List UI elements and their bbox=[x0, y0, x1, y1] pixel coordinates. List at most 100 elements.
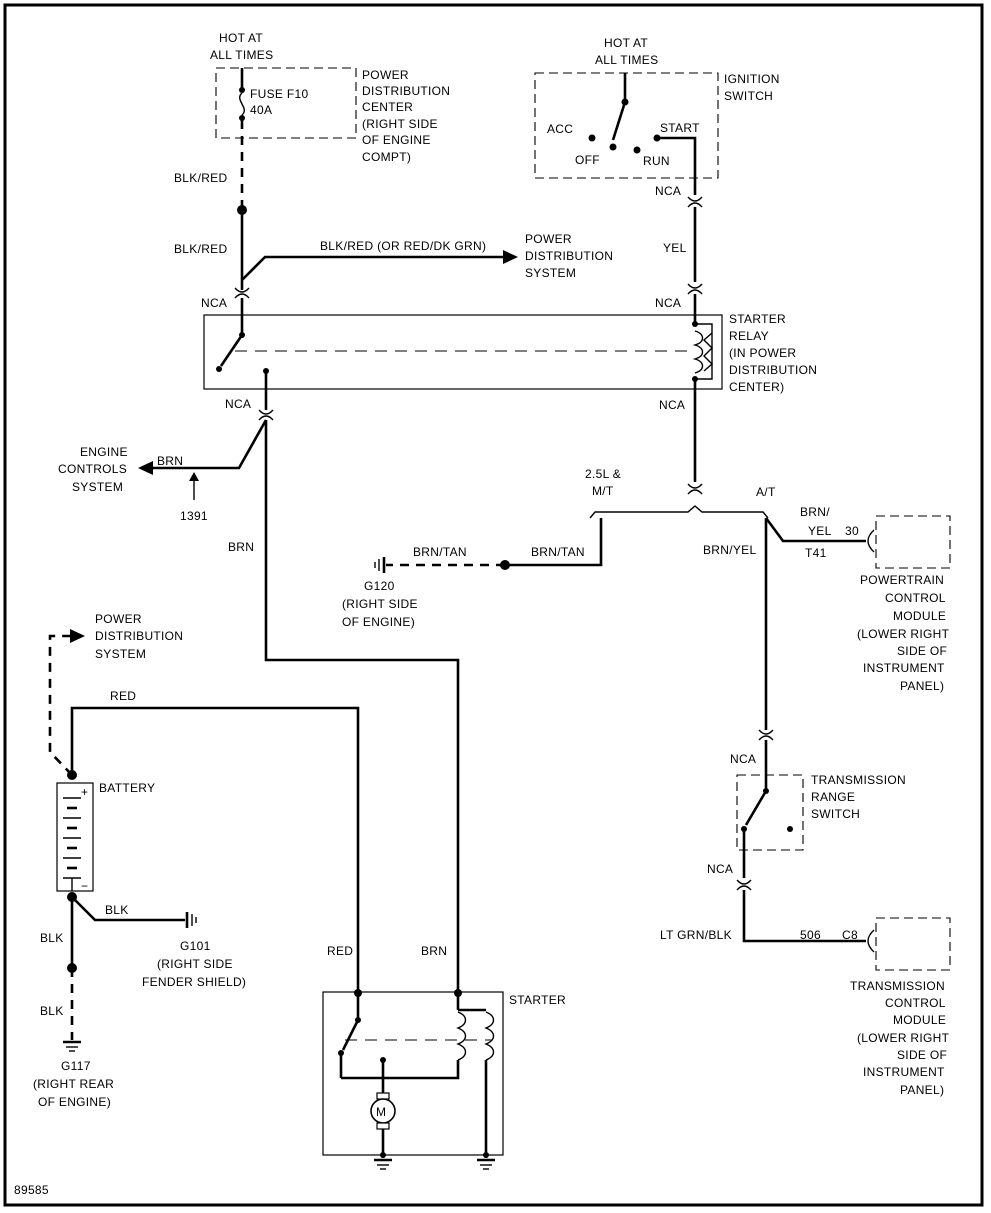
wire-label-blk-red-branch: BLK/RED (OR RED/DK GRN) bbox=[320, 239, 486, 253]
nca-relay-left-top: NCA bbox=[201, 296, 227, 310]
g117-label-3: OF ENGINE) bbox=[38, 1095, 111, 1109]
pdc-label-6: COMPT) bbox=[362, 150, 411, 164]
pcm-label-2: CONTROL bbox=[885, 591, 946, 605]
wire-label-brn-yel-pcm-1: BRN/ bbox=[800, 505, 830, 519]
motor-brush bbox=[376, 1092, 390, 1100]
option-mt-1: 2.5L & bbox=[585, 467, 621, 481]
tcm-label-6: INSTRUMENT bbox=[863, 1065, 945, 1079]
tcm-circuit: 506 bbox=[800, 928, 821, 942]
connector-icon bbox=[234, 287, 250, 299]
diagram-frame bbox=[3, 3, 984, 1207]
relay-coil-frame bbox=[695, 323, 713, 380]
g101-ground-icon bbox=[185, 912, 197, 928]
wire-label-brn-starter: BRN bbox=[421, 944, 447, 958]
engine-controls-label-3: SYSTEM bbox=[72, 480, 123, 494]
hold-in-coil-icon bbox=[484, 1011, 495, 1061]
ign-run-label: RUN bbox=[643, 154, 670, 168]
wire-label-red-top: RED bbox=[110, 689, 136, 703]
ignition-box bbox=[534, 72, 719, 179]
pcm-label-4: (LOWER RIGHT bbox=[857, 627, 950, 641]
splice-id: 1391 bbox=[180, 509, 208, 523]
fuse-hot-label-1: HOT AT bbox=[219, 31, 263, 45]
ign-blade bbox=[611, 101, 627, 141]
relay-switch-blade bbox=[219, 334, 244, 367]
transmission-range-switch-group: TRANSMISSION RANGE SWITCH bbox=[736, 773, 906, 878]
starter-relay-group: STARTER RELAY (IN POWER DISTRIBUTION CEN… bbox=[203, 312, 817, 394]
wire-label-blk-2: BLK bbox=[40, 931, 64, 945]
ign-title-2: SWITCH bbox=[724, 89, 773, 103]
fuse-terminal bbox=[239, 115, 245, 121]
g101-label-2: (RIGHT SIDE bbox=[157, 957, 233, 971]
battery-pds-wire-dashed bbox=[48, 634, 73, 776]
brn-yel-pcm-wire bbox=[764, 517, 866, 543]
red-battery-wire bbox=[70, 706, 360, 990]
pdc-label-2: DISTRIBUTION bbox=[362, 84, 450, 98]
g117-label-2: (RIGHT REAR bbox=[33, 1077, 114, 1091]
brn-engine-wire bbox=[152, 419, 268, 470]
relay-label-2: RELAY bbox=[729, 329, 769, 343]
starter-group: STARTER M bbox=[322, 989, 566, 1170]
engine-controls-label-1: ENGINE bbox=[80, 445, 128, 459]
nca-trs-top: NCA bbox=[730, 752, 756, 766]
connector-icon bbox=[736, 879, 752, 891]
wire-label-brn-yel-pcm-2: YEL bbox=[808, 524, 832, 538]
ign-hot-label-2: ALL TIMES bbox=[595, 53, 658, 67]
starter-ground-icon bbox=[374, 1158, 392, 1170]
tcm-label-1: TRANSMISSION bbox=[850, 979, 945, 993]
wire-label-brn-down: BRN bbox=[228, 540, 254, 554]
option-at: A/T bbox=[756, 485, 776, 499]
relay-label-1: STARTER bbox=[729, 312, 786, 326]
option-mt-2: M/T bbox=[592, 484, 614, 498]
g120-label-2: (RIGHT SIDE bbox=[342, 597, 418, 611]
pcm-label-7: PANEL) bbox=[900, 679, 944, 693]
starter-label: STARTER bbox=[509, 993, 566, 1007]
tcm-connector-icon bbox=[867, 929, 875, 953]
blk-red-branch-wire bbox=[241, 255, 505, 281]
tcm-label-2: CONTROL bbox=[885, 996, 946, 1010]
trs-contact bbox=[787, 826, 793, 832]
pds-branch-label-2: DISTRIBUTION bbox=[525, 249, 613, 263]
pcm-label-3: MODULE bbox=[893, 609, 946, 623]
ign-acc-label: ACC bbox=[547, 122, 573, 136]
tcm-label-3: MODULE bbox=[893, 1013, 946, 1027]
g120-ground-icon bbox=[374, 557, 386, 573]
relay-resistor-icon bbox=[702, 332, 714, 372]
connector-icon bbox=[758, 729, 774, 741]
wire-label-brn-engine: BRN bbox=[157, 454, 183, 468]
diagram-id: 89585 bbox=[14, 1183, 49, 1197]
tcm-label-7: PANEL) bbox=[900, 1083, 944, 1097]
pdc-label-5: OF ENGINE bbox=[362, 133, 431, 147]
battery-pds-arrow-icon bbox=[70, 629, 85, 643]
nca-ign: NCA bbox=[655, 184, 681, 198]
wire-label-blk-1: BLK bbox=[105, 903, 129, 917]
battery-label: BATTERY bbox=[99, 781, 155, 795]
fuse-terminal bbox=[239, 87, 245, 93]
ign-start-wire bbox=[657, 136, 697, 195]
ground-terminal bbox=[483, 1152, 489, 1158]
pcm-label-5: SIDE OF bbox=[897, 644, 947, 658]
tcm-label-4: (LOWER RIGHT bbox=[857, 1031, 950, 1045]
pcm-connector-icon bbox=[867, 529, 875, 553]
tcm-connector: C8 bbox=[842, 928, 858, 942]
trs-label-3: SWITCH bbox=[811, 807, 860, 821]
g117-label-1: G117 bbox=[61, 1059, 91, 1073]
fuse-name: FUSE F10 bbox=[250, 87, 308, 101]
relay-label-5: CENTER) bbox=[729, 380, 784, 394]
wire-label-red-starter: RED bbox=[327, 944, 353, 958]
battery-group: + − BATTERY bbox=[56, 781, 155, 893]
pds-battery-label-3: SYSTEM bbox=[95, 647, 146, 661]
blk-g101-wire bbox=[71, 896, 185, 922]
wire-label-lt-grn-blk: LT GRN/BLK bbox=[660, 928, 732, 942]
tcm-label-5: SIDE OF bbox=[897, 1048, 947, 1062]
relay-coil-icon bbox=[692, 330, 704, 374]
pull-in-coil-icon bbox=[456, 1011, 467, 1061]
starter-box bbox=[322, 991, 504, 1156]
g117-ground-icon bbox=[63, 1040, 81, 1052]
pcm-pin: 30 bbox=[845, 524, 859, 538]
connector-icon bbox=[687, 483, 703, 495]
ign-start-label: START bbox=[660, 121, 700, 135]
wire-label-brn-tan-1: BRN/TAN bbox=[413, 545, 467, 559]
relay-switch-terminal bbox=[216, 366, 222, 372]
pcm-label-6: INSTRUMENT bbox=[863, 661, 945, 675]
